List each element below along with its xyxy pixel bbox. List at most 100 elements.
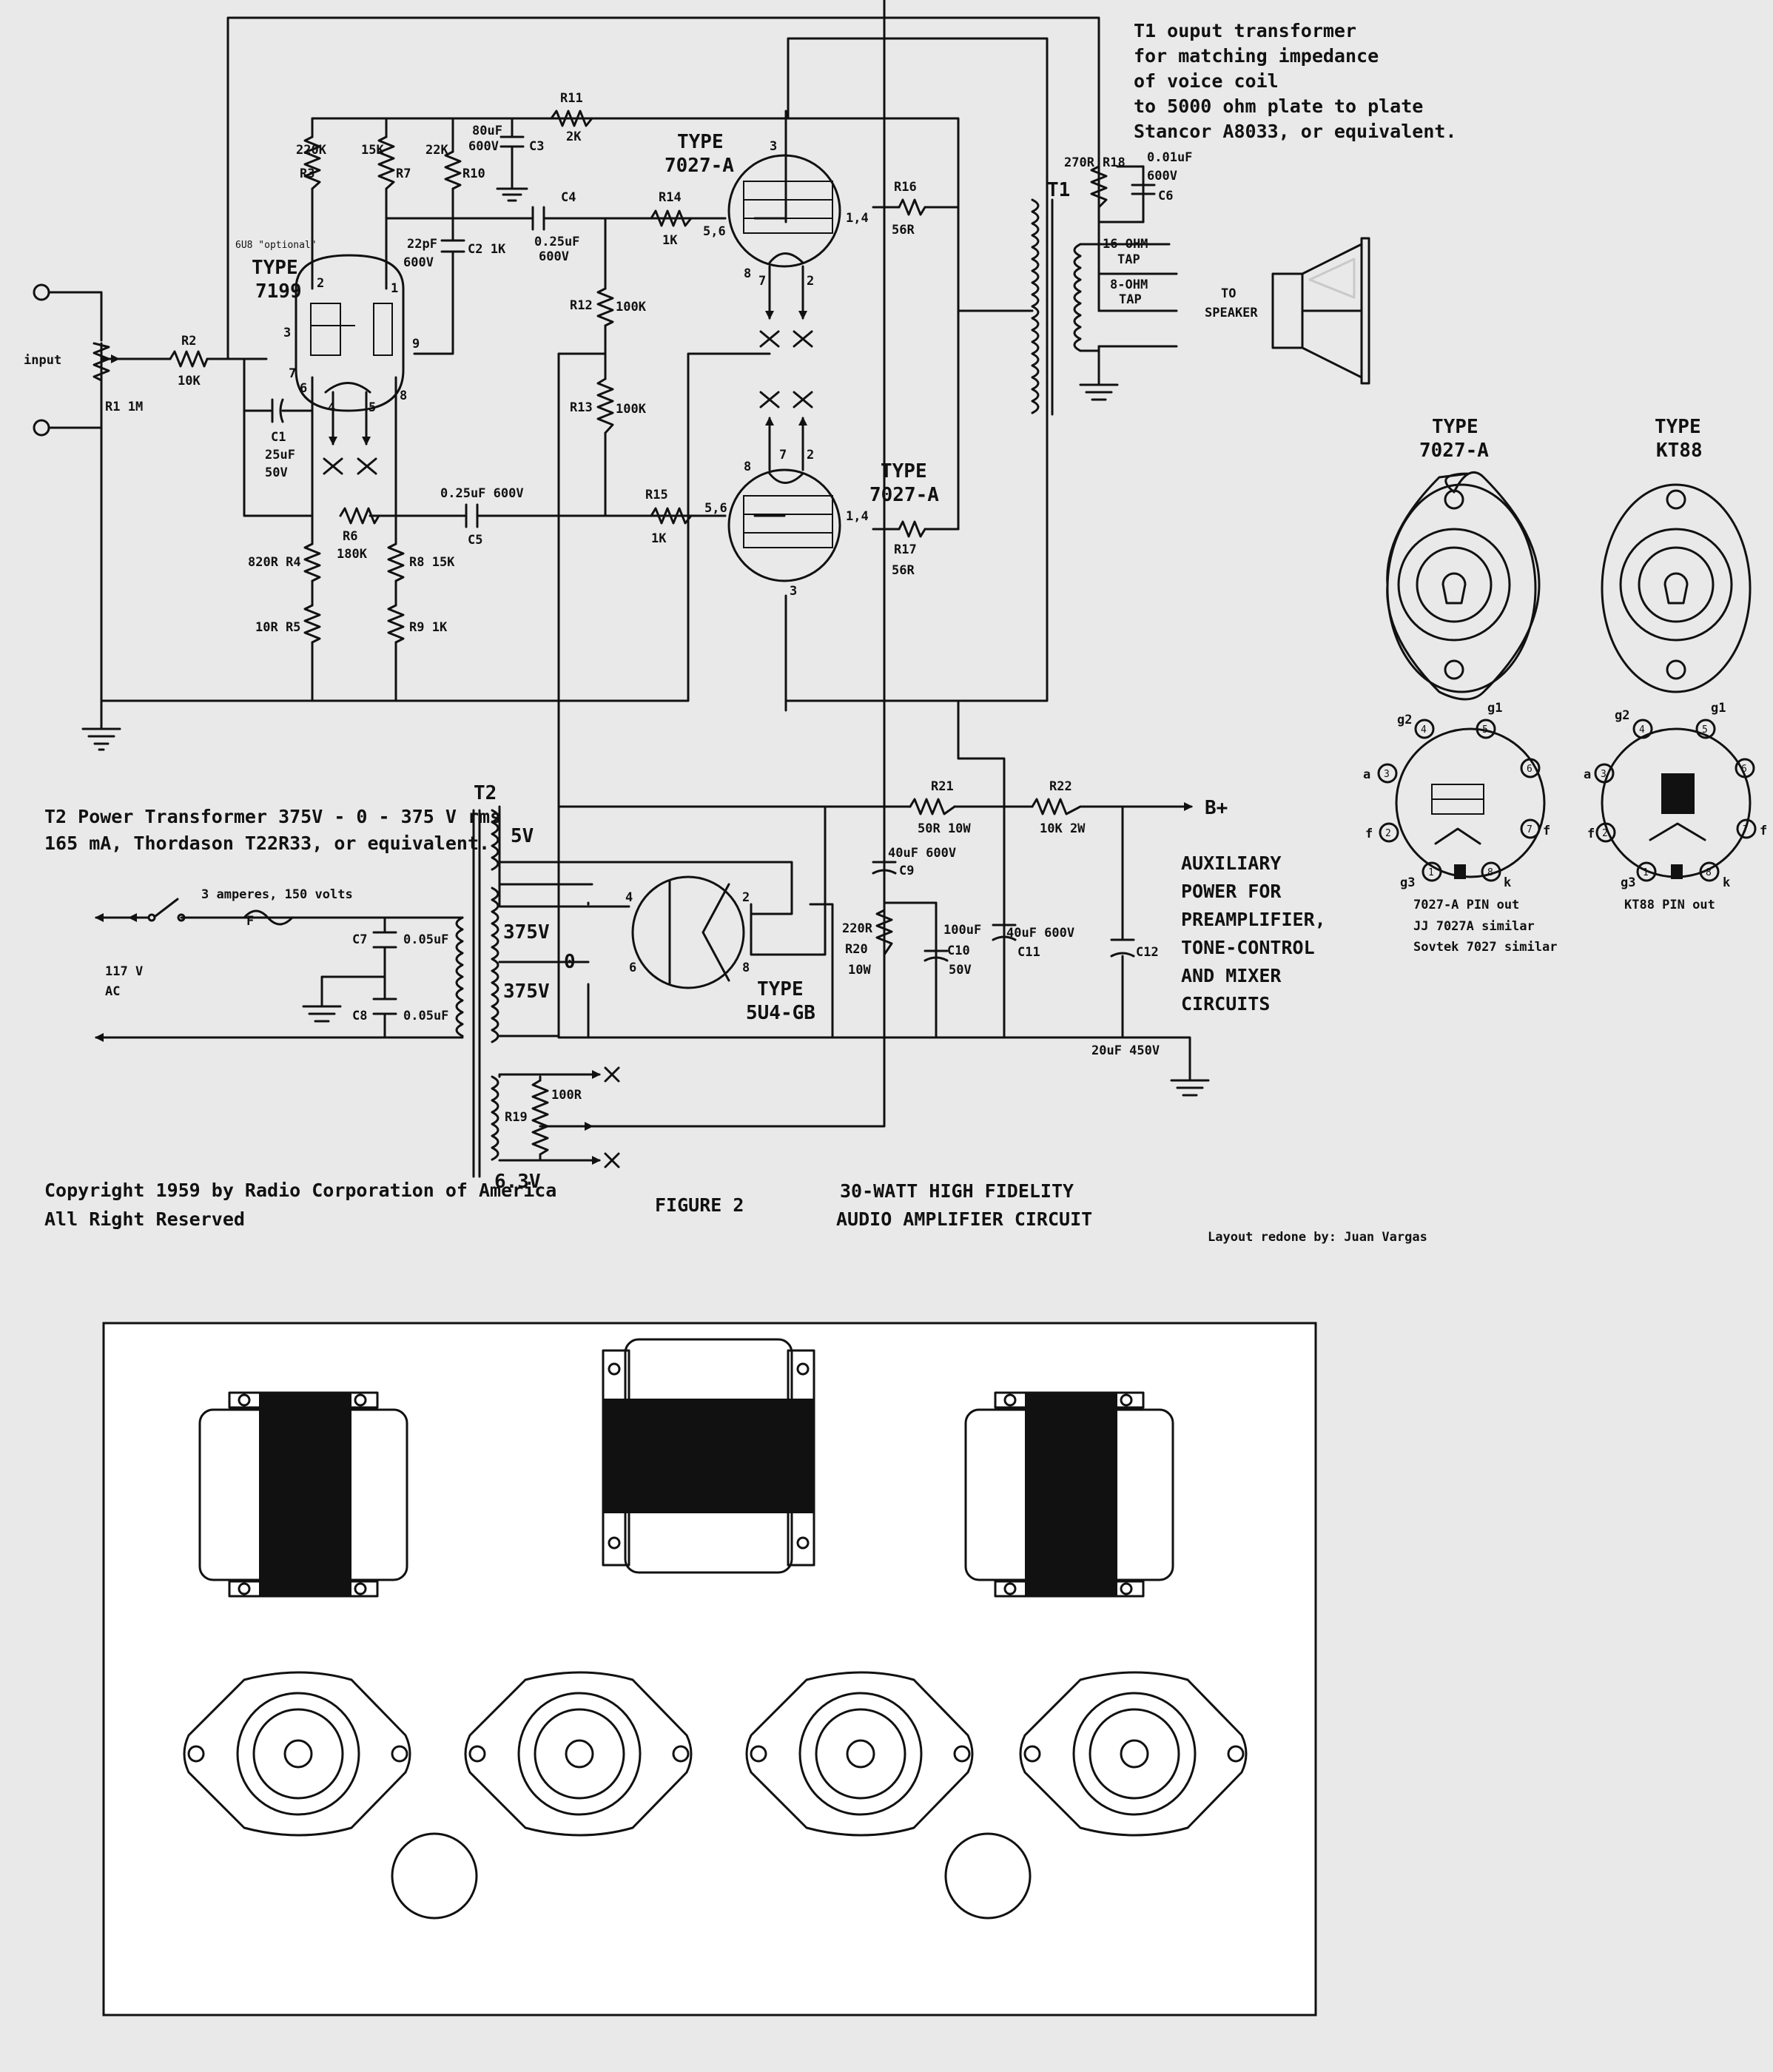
speaker-icon <box>1271 237 1370 385</box>
r19: R19 <box>505 1110 528 1125</box>
p7027-type-1: TYPE <box>1432 416 1478 438</box>
bplus-label: B+ <box>1205 797 1228 819</box>
chassis-transformer-center <box>602 1338 815 1574</box>
pin-7027-n1: 1 <box>1428 867 1434 878</box>
v2-pin-8: 8 <box>744 266 751 281</box>
c6b: 600V <box>1147 169 1177 184</box>
v1-type-3: 7199 <box>255 280 302 303</box>
r17a: R17 <box>894 542 917 557</box>
pinout-7027-2: JJ 7027A similar <box>1413 919 1535 934</box>
v4-pin-6: 6 <box>629 961 636 975</box>
r9: R9 1K <box>409 620 448 635</box>
pin-kt88-f1: f <box>1587 827 1595 841</box>
r16b: 56R <box>892 223 915 238</box>
v1-pin-6: 6 <box>300 381 307 396</box>
pin-7027-n5: 5 <box>1482 724 1488 736</box>
v1-pin-3: 3 <box>283 326 291 340</box>
t1-desc-2: for matching impedance <box>1134 45 1379 67</box>
chassis-hole-right <box>944 1832 1032 1920</box>
zero: 0 <box>564 951 576 973</box>
r2b: 10K <box>178 374 201 388</box>
pin-7027-g3: g3 <box>1400 875 1415 890</box>
c2a: 22pF <box>407 237 437 252</box>
pin-7027-a: a <box>1363 767 1370 782</box>
pin-7027-f2: f <box>1543 824 1550 838</box>
r16a: R16 <box>894 180 917 195</box>
c3c: C3 <box>529 139 544 154</box>
aux-3: PREAMPLIFIER, <box>1181 909 1326 930</box>
r18b: R18 <box>1103 155 1126 170</box>
v1-pin-7: 7 <box>289 366 296 381</box>
pin-kt88-n8: 8 <box>1706 867 1712 878</box>
title-2: AUDIO AMPLIFIER CIRCUIT <box>836 1208 1092 1230</box>
c9b: C9 <box>899 864 914 878</box>
r12: R12 <box>570 298 593 313</box>
speaker-1: TO <box>1221 286 1236 301</box>
pin-kt88-g1: g1 <box>1711 701 1726 716</box>
r11a: R11 <box>560 91 583 106</box>
v2-pin-7: 7 <box>758 274 766 289</box>
c11b: C11 <box>1017 945 1040 960</box>
r18a: 270R <box>1064 155 1095 170</box>
v4-type-2: 5U4-GB <box>746 1002 815 1024</box>
pin-kt88-a: a <box>1584 767 1591 782</box>
credit: Layout redone by: Juan Vargas <box>1208 1230 1427 1245</box>
v63: 6.3V <box>494 1171 541 1193</box>
t2-desc-2: 165 mA, Thordason T22R33, or equivalent. <box>44 832 490 854</box>
wiring <box>47 0 1193 1162</box>
pin-kt88-n7: 7 <box>1743 824 1749 835</box>
pin-7027-n8: 8 <box>1487 867 1493 878</box>
chassis-socket-4 <box>1019 1671 1248 1837</box>
r22a: R22 <box>1049 779 1072 794</box>
tap8-1: 8-OHM <box>1110 278 1148 292</box>
mains-switch-fuse <box>95 898 294 1042</box>
r19v: 100R <box>551 1088 582 1103</box>
v3-pin-7: 7 <box>779 448 787 462</box>
c5b: C5 <box>468 533 482 548</box>
pin-7027-f1: f <box>1365 827 1373 841</box>
tube-v1 <box>291 254 405 475</box>
pinout-kt88: KT88 PIN out <box>1624 898 1715 912</box>
c2b: 600V <box>403 255 434 270</box>
resistors <box>92 110 1108 1156</box>
chassis-layout <box>102 1322 1317 2016</box>
r4: 820R R4 <box>248 555 301 570</box>
chassis-transformer-right <box>964 1391 1174 1598</box>
v5: 5V <box>511 825 534 847</box>
v1-type-2: TYPE <box>252 257 298 279</box>
tube-v3 <box>727 391 841 582</box>
c11a: 40uF 600V <box>1006 926 1074 941</box>
t2-label: T2 <box>474 782 497 804</box>
pinout-7027-diagram <box>1377 719 1546 882</box>
pin-7027-n3: 3 <box>1384 769 1390 780</box>
pin-7027-n4: 4 <box>1421 724 1427 736</box>
ac-2: AC <box>105 984 120 999</box>
pin-7027-n6: 6 <box>1527 764 1533 775</box>
aux-5: AND MIXER <box>1181 965 1282 986</box>
v1-pin-4: 4 <box>328 400 335 415</box>
pin-kt88-f2: f <box>1760 824 1767 838</box>
switch-label: 3 amperes, 150 volts <box>201 887 353 902</box>
chassis-sockets <box>183 1671 1248 1837</box>
r21b: 50R 10W <box>918 821 971 836</box>
r10b: R10 <box>462 166 485 181</box>
v375a: 375V <box>503 921 550 944</box>
ground-symbols <box>81 376 1210 1097</box>
power-transformer-t2 <box>455 809 620 1178</box>
v3-type-1: TYPE <box>881 460 927 482</box>
r14a: R14 <box>659 190 682 205</box>
r7a: 15K <box>361 143 384 158</box>
c7: C7 <box>352 932 367 947</box>
c10a: 100uF <box>943 923 981 938</box>
text-labels: T1 ouput transformer for matching impeda… <box>24 20 1767 1245</box>
r1: R1 1M <box>105 400 143 414</box>
v4-pin-4: 4 <box>625 890 633 905</box>
socket-7027-top-view <box>1386 471 1541 701</box>
pinout-kt88-diagram <box>1594 719 1757 882</box>
pin-kt88-n4: 4 <box>1639 724 1645 736</box>
v2-pin-2: 2 <box>807 274 814 289</box>
pin-7027-n7: 7 <box>1527 824 1533 835</box>
v3-pin-56: 5,6 <box>704 501 727 516</box>
r10a: 22K <box>425 143 448 158</box>
c2c: C2 1K <box>468 242 506 257</box>
